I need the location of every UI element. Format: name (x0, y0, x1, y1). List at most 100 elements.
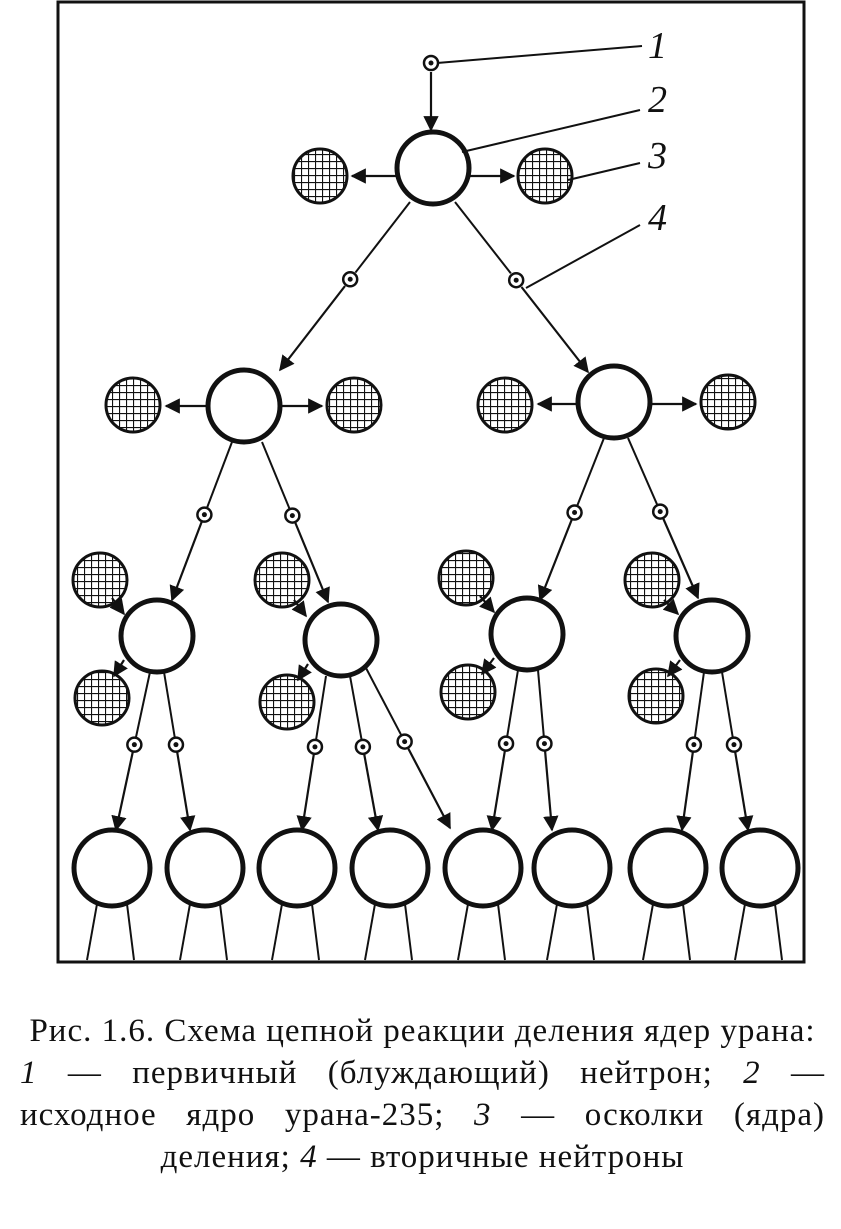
neutron-path-g2-b-neutron-core (289, 513, 295, 519)
neutron-path-g2-c-neutron-core (572, 510, 578, 516)
legend-num-3: 3 (474, 1097, 492, 1133)
neutron-path-g1-left-arrow (279, 285, 346, 372)
nucleus-gen3-d (673, 597, 751, 675)
neutron-path-g3-c1-line (506, 669, 519, 738)
neutron-path-g3-a1-arrow (111, 750, 135, 832)
fragment-gen2-b (325, 376, 383, 434)
neutron-path-g3-b1-arrow (296, 752, 316, 832)
neutron-path-g2-a-line (205, 441, 233, 509)
figure-caption: Рис. 1.6. Схема цепной реакции деления я… (20, 1010, 825, 1178)
legend-text-3: — осколки (ядра) деления; (160, 1097, 825, 1175)
neutron-path-g2-b-line (261, 441, 291, 510)
neutron-path-g3-b2-arrow (362, 752, 384, 832)
nucleus-gen4-7 (627, 827, 709, 909)
fragment-gen3-b2 (258, 673, 316, 731)
nucleus-gen1 (394, 129, 472, 207)
neutron-path-g3-a2-arrow (175, 750, 196, 832)
neutron-path-g2-d-neutron-core (657, 509, 663, 515)
neutron-path-g1-left-neutron-core (347, 276, 353, 282)
neutron-path-g3-d2-line (721, 671, 734, 739)
neutron-path-g1-left-line (354, 201, 411, 274)
nucleus-gen4-3-branch-right (311, 903, 320, 961)
nucleus-gen4-1-branch-right (126, 903, 135, 961)
legend-text-4: — вторичные нейтроны (317, 1139, 685, 1175)
neutron-path-g3-b1-neutron-core (312, 744, 318, 750)
nucleus-gen4-1 (71, 827, 153, 909)
fragment-gen2-a (104, 376, 162, 434)
fragment-arrow-gen3-a1 (109, 597, 125, 616)
fragment-gen3-c1 (437, 549, 495, 607)
fragment-arrow-gen3-b2 (297, 663, 312, 682)
legend-text-2: — исходное ядро урана-235; (20, 1055, 826, 1133)
neutron-path-g3-b3-arrow (407, 747, 451, 830)
diagram-frame (56, 0, 806, 964)
legend-num-1: 1 (20, 1055, 38, 1091)
nucleus-gen2-right (575, 363, 653, 441)
neutron-path-g3-c2-line (537, 669, 545, 738)
neutron-path-g3-b3-line (365, 667, 403, 736)
neutron-path-g3-c1-arrow (486, 749, 507, 832)
nucleus-gen4-2-branch-left (179, 903, 191, 961)
neutron-path-g3-b2-neutron-core (360, 744, 366, 750)
nucleus-gen4-6-branch-left (546, 903, 558, 961)
nucleus-gen4-8-branch-left (734, 903, 746, 961)
neutron-path-g1-right-neutron-core (513, 277, 519, 283)
callout-label-3: 3 (647, 135, 667, 177)
nucleus-gen4-2-branch-right (219, 903, 228, 961)
nucleus-gen4-8-branch-right (774, 903, 783, 961)
neutron-path-g2-a-arrow (169, 520, 204, 602)
nucleus-gen4-1-branch-left (86, 903, 98, 961)
neutron-path-g2-d-arrow (661, 517, 700, 600)
fragment-gen3-b1 (253, 551, 311, 609)
callout-label-2: 2 (648, 79, 667, 121)
neutron-path-g3-b3-neutron-core (402, 739, 408, 745)
neutron-path-g1-right-line (454, 201, 512, 275)
neutron-path-g2-c-line (576, 437, 605, 507)
neutron-path-g2-c-arrow (537, 518, 574, 602)
fragment-arrow-gen3-d2 (667, 659, 683, 678)
fragment-arrow-gen3-d1 (662, 598, 680, 616)
neutron-path-g3-a1-line (134, 671, 151, 739)
nucleus-gen4-5-branch-left (457, 903, 469, 961)
fragment-gen2-d (699, 373, 757, 431)
neutron-path-g3-d1-line (693, 671, 705, 739)
fragment-arrow-gen3-c2 (481, 657, 497, 676)
neutron-path-g3-a2-neutron-core (173, 742, 179, 748)
neutron-path-g2-d-line (627, 437, 659, 506)
nucleus-gen4-2 (164, 827, 246, 909)
legend-text-1: — первичный (блуждающий) нейтрон; (37, 1055, 744, 1091)
callout-leaders (436, 45, 643, 289)
neutron-path-g3-b1-line (314, 675, 327, 741)
fragment-gen3-d2 (627, 667, 685, 725)
neutron-path-g3-d1-neutron-core (691, 742, 697, 748)
nucleus-gen2-left (205, 367, 283, 445)
nucleus-gen4-8 (719, 827, 801, 909)
legend-num-2: 2 (743, 1055, 761, 1091)
fragment-gen1-left (291, 147, 349, 205)
fragment-arrow-gen3-a2 (113, 659, 128, 678)
neutron-path-g3-c1-neutron-core (503, 741, 509, 747)
nucleus-gen4-6 (531, 827, 613, 909)
nucleus-gen4-5 (442, 827, 524, 909)
nucleus-gen4-5-branch-right (497, 903, 506, 961)
neutron-path-g3-b2-line (349, 675, 363, 741)
nucleus-gen3-a (118, 597, 196, 675)
legend-num-4: 4 (300, 1139, 318, 1175)
neutron-path-g2-b-arrow (293, 521, 330, 604)
fragment-gen3-d1 (623, 551, 681, 609)
caption-title: Рис. 1.6. Схема цепной реакции деления я… (29, 1013, 816, 1049)
fragment-gen2-c (476, 376, 534, 434)
neutron-path-g1-right-arrow (520, 286, 589, 374)
neutron-path-g2-a-neutron-core (201, 512, 207, 518)
nucleus-gen3-c (488, 595, 566, 673)
nucleus-gen4-4 (349, 827, 431, 909)
neutron-path-g3-c2-neutron-core (541, 741, 547, 747)
neutron-path-g3-d2-arrow (733, 750, 754, 832)
nucleus-gen4-3-branch-left (271, 903, 283, 961)
neutron-path-g3-a1-neutron-core (131, 742, 137, 748)
fragment-gen3-c2 (439, 663, 497, 721)
fragment-gen3-a1 (71, 551, 129, 609)
neutron-path-g3-a2-line (163, 671, 176, 739)
fragment-gen1-right (516, 147, 574, 205)
nucleus-gen4-6-branch-right (586, 903, 595, 961)
